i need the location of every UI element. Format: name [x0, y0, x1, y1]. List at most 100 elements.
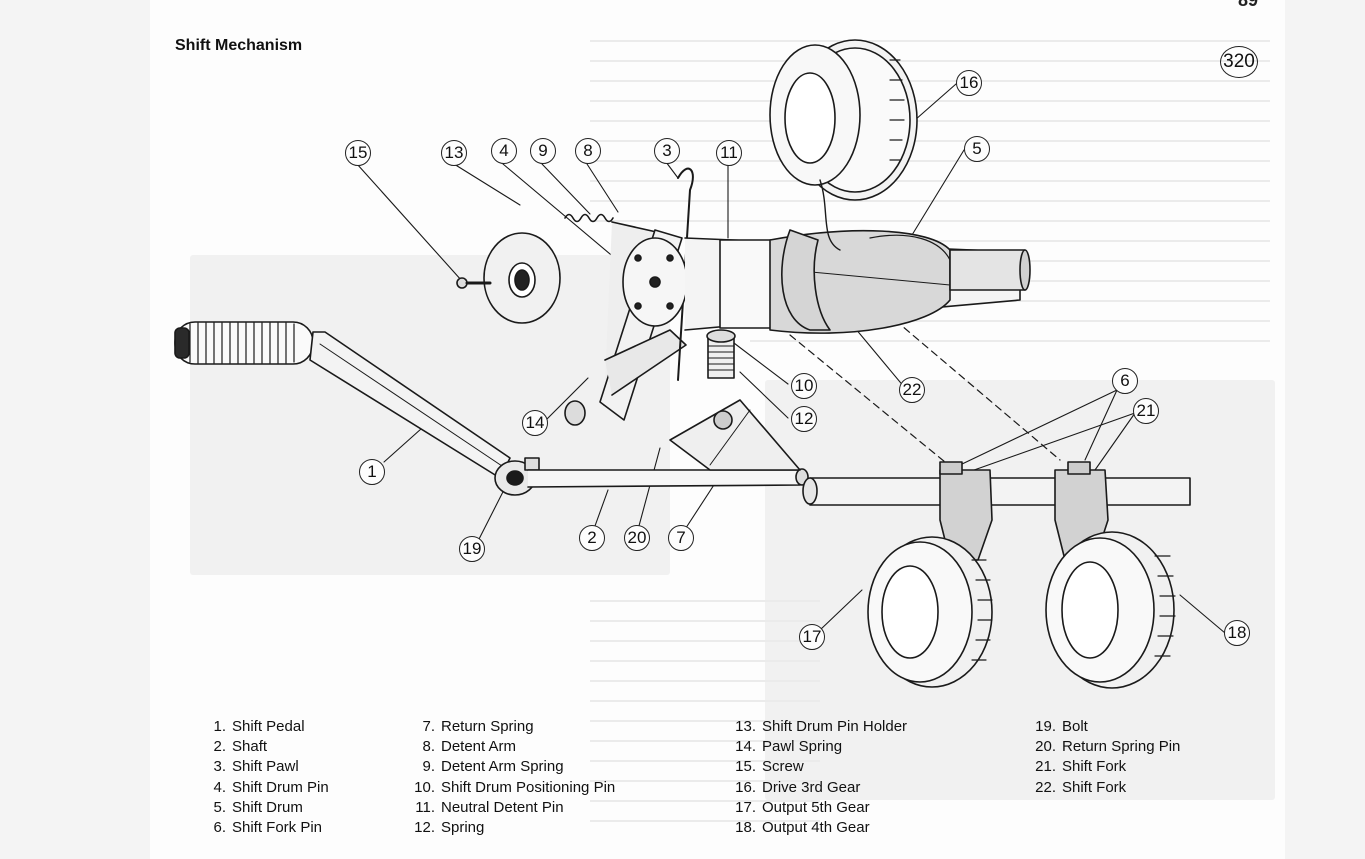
legend-item: 16. Drive 3rd Gear: [730, 778, 907, 798]
callout-17: 17: [799, 624, 825, 650]
legend-num: 10.: [414, 778, 435, 796]
legend-label: Output 5th Gear: [762, 798, 870, 816]
legend-label: Shift Fork: [1062, 778, 1127, 796]
legend-item: 3. Shift Pawl: [200, 757, 329, 777]
legend-label: Shift Pedal: [232, 718, 305, 735]
callout-12: 12: [791, 406, 817, 432]
shift-drum: [684, 229, 1031, 334]
legend-label: Bolt: [1062, 718, 1088, 735]
legend-num: 9.: [422, 758, 435, 776]
callout-14: 14: [522, 410, 548, 436]
positioning-spring: [706, 329, 736, 379]
legend-num: 18.: [735, 818, 756, 836]
drum-end-plate: [622, 237, 688, 327]
legend-column-3: 13.Shift Drum Pin Holder 14.Pawl Spring …: [730, 717, 907, 838]
legend-item: 20.Return Spring Pin: [1030, 737, 1180, 757]
legend-num: 1.: [213, 718, 226, 735]
legend-item: 13. Shift Drum Pin Holder: [730, 717, 907, 737]
screw: [456, 277, 492, 289]
legend-item: 7.Return Spring: [409, 717, 615, 737]
legend-item: 22. Shift Fork: [1030, 778, 1180, 798]
legend-label: Detent Arm: [441, 738, 517, 756]
legend-label: Shift Drum Positioning Pin: [441, 778, 616, 796]
legend-label: Shaft: [232, 738, 268, 756]
legend-num: 13.: [735, 718, 756, 735]
callout-3: 3: [654, 138, 680, 164]
legend-item: 9. Detent Arm Spring: [409, 757, 615, 777]
shift-pedal: [174, 321, 540, 496]
legend-item: 12. Spring: [409, 818, 615, 838]
legend-item: 21.Shift Fork: [1030, 757, 1180, 777]
bleed-through-panel-right: [765, 380, 1275, 800]
callout-5: 5: [964, 136, 990, 162]
legend-label: Return Spring: [441, 718, 534, 735]
legend-item: 4. Shift Drum Pin: [200, 778, 329, 798]
legend-num: 21.: [1035, 758, 1056, 776]
output-5th-gear: [867, 536, 993, 688]
shift-mechanism-illustration: [174, 39, 1226, 689]
legend-label: Shift Drum: [232, 798, 303, 816]
legend-num: 11.: [415, 798, 435, 816]
fork-on-drum: [781, 229, 831, 331]
drive-3rd-gear: [769, 39, 918, 251]
legend-item: 15.Screw: [730, 757, 907, 777]
legend-num: 12.: [414, 818, 435, 836]
legend-item: 18. Output 4th Gear: [730, 818, 907, 838]
legend-label: Spring: [441, 818, 485, 836]
callout-22: 22: [899, 377, 925, 403]
callout-10: 10: [791, 373, 817, 399]
legend-label: Drive 3rd Gear: [762, 778, 861, 796]
legend-label: Shift Drum Pin Holder: [762, 718, 908, 735]
callout-13: 13: [441, 140, 467, 166]
legend-item: 8. Detent Arm: [409, 737, 615, 757]
legend-num: 19.: [1035, 718, 1056, 735]
callout-20: 20: [624, 525, 650, 551]
callout-21: 21: [1133, 398, 1159, 424]
legend-label: Shift Fork Pin: [232, 818, 323, 836]
legend-num: 17.: [735, 798, 756, 816]
callout-1: 1: [359, 459, 385, 485]
legend-column-4: 19.Bolt 20.Return Spring Pin 21.Shift Fo…: [1030, 717, 1180, 798]
legend-item: 6. Shift Fork Pin: [200, 818, 329, 838]
legend-item: 14. Pawl Spring: [730, 737, 907, 757]
shaft: [527, 468, 809, 488]
callout-6: 6: [1112, 368, 1138, 394]
legend-item: 5. Shift Drum: [200, 798, 329, 818]
callout-4: 4: [491, 138, 517, 164]
legend-num: 16.: [735, 778, 756, 796]
callout-15: 15: [345, 140, 371, 166]
legend-num: 3.: [213, 758, 226, 776]
legend-label: Shift Drum Pin: [232, 778, 329, 796]
legend-num: 2.: [213, 738, 226, 756]
legend-num: 4.: [213, 778, 226, 796]
callout-19: 19: [459, 536, 485, 562]
shift-fork-left: [939, 461, 993, 561]
legend-num: 8.: [422, 738, 435, 756]
legend-num: 6.: [213, 818, 226, 836]
legend-num: 15.: [735, 758, 756, 776]
legend-column-1: 1. Shift Pedal 2. Shaft 3. Shift Pawl 4. Shi…: [200, 717, 329, 838]
page-number: 89: [1238, 0, 1259, 10]
legend-num: 22.: [1035, 778, 1056, 796]
pin-holder-disc: [483, 232, 561, 324]
section-title: Shift Mechanism: [175, 37, 303, 54]
legend-label: Pawl Spring: [762, 738, 843, 756]
callout-2: 2: [579, 525, 605, 551]
legend-label: Detent Arm Spring: [441, 758, 564, 776]
legend-num: 20.: [1035, 738, 1056, 756]
legend-item: 1. Shift Pedal: [200, 717, 329, 737]
legend-num: 5.: [213, 798, 226, 816]
legend-label: Shift Pawl: [232, 758, 299, 776]
output-4th-gear: [1045, 531, 1176, 689]
callout-11: 11: [716, 140, 742, 166]
legend-label: Output 4th Gear: [762, 818, 870, 836]
callout-9: 9: [530, 138, 556, 164]
legend-item: 2. Shaft: [200, 737, 329, 757]
detent-arm-spring: [564, 213, 614, 223]
callout-7: 7: [668, 525, 694, 551]
legend-label: Neutral Detent Pin: [441, 798, 564, 816]
legend-num: 14.: [735, 738, 756, 756]
callout-18: 18: [1224, 620, 1250, 646]
legend-item: 10. Shift Drum Positioning Pin: [409, 778, 615, 798]
legend-item: 17. Output 5th Gear: [730, 798, 907, 818]
